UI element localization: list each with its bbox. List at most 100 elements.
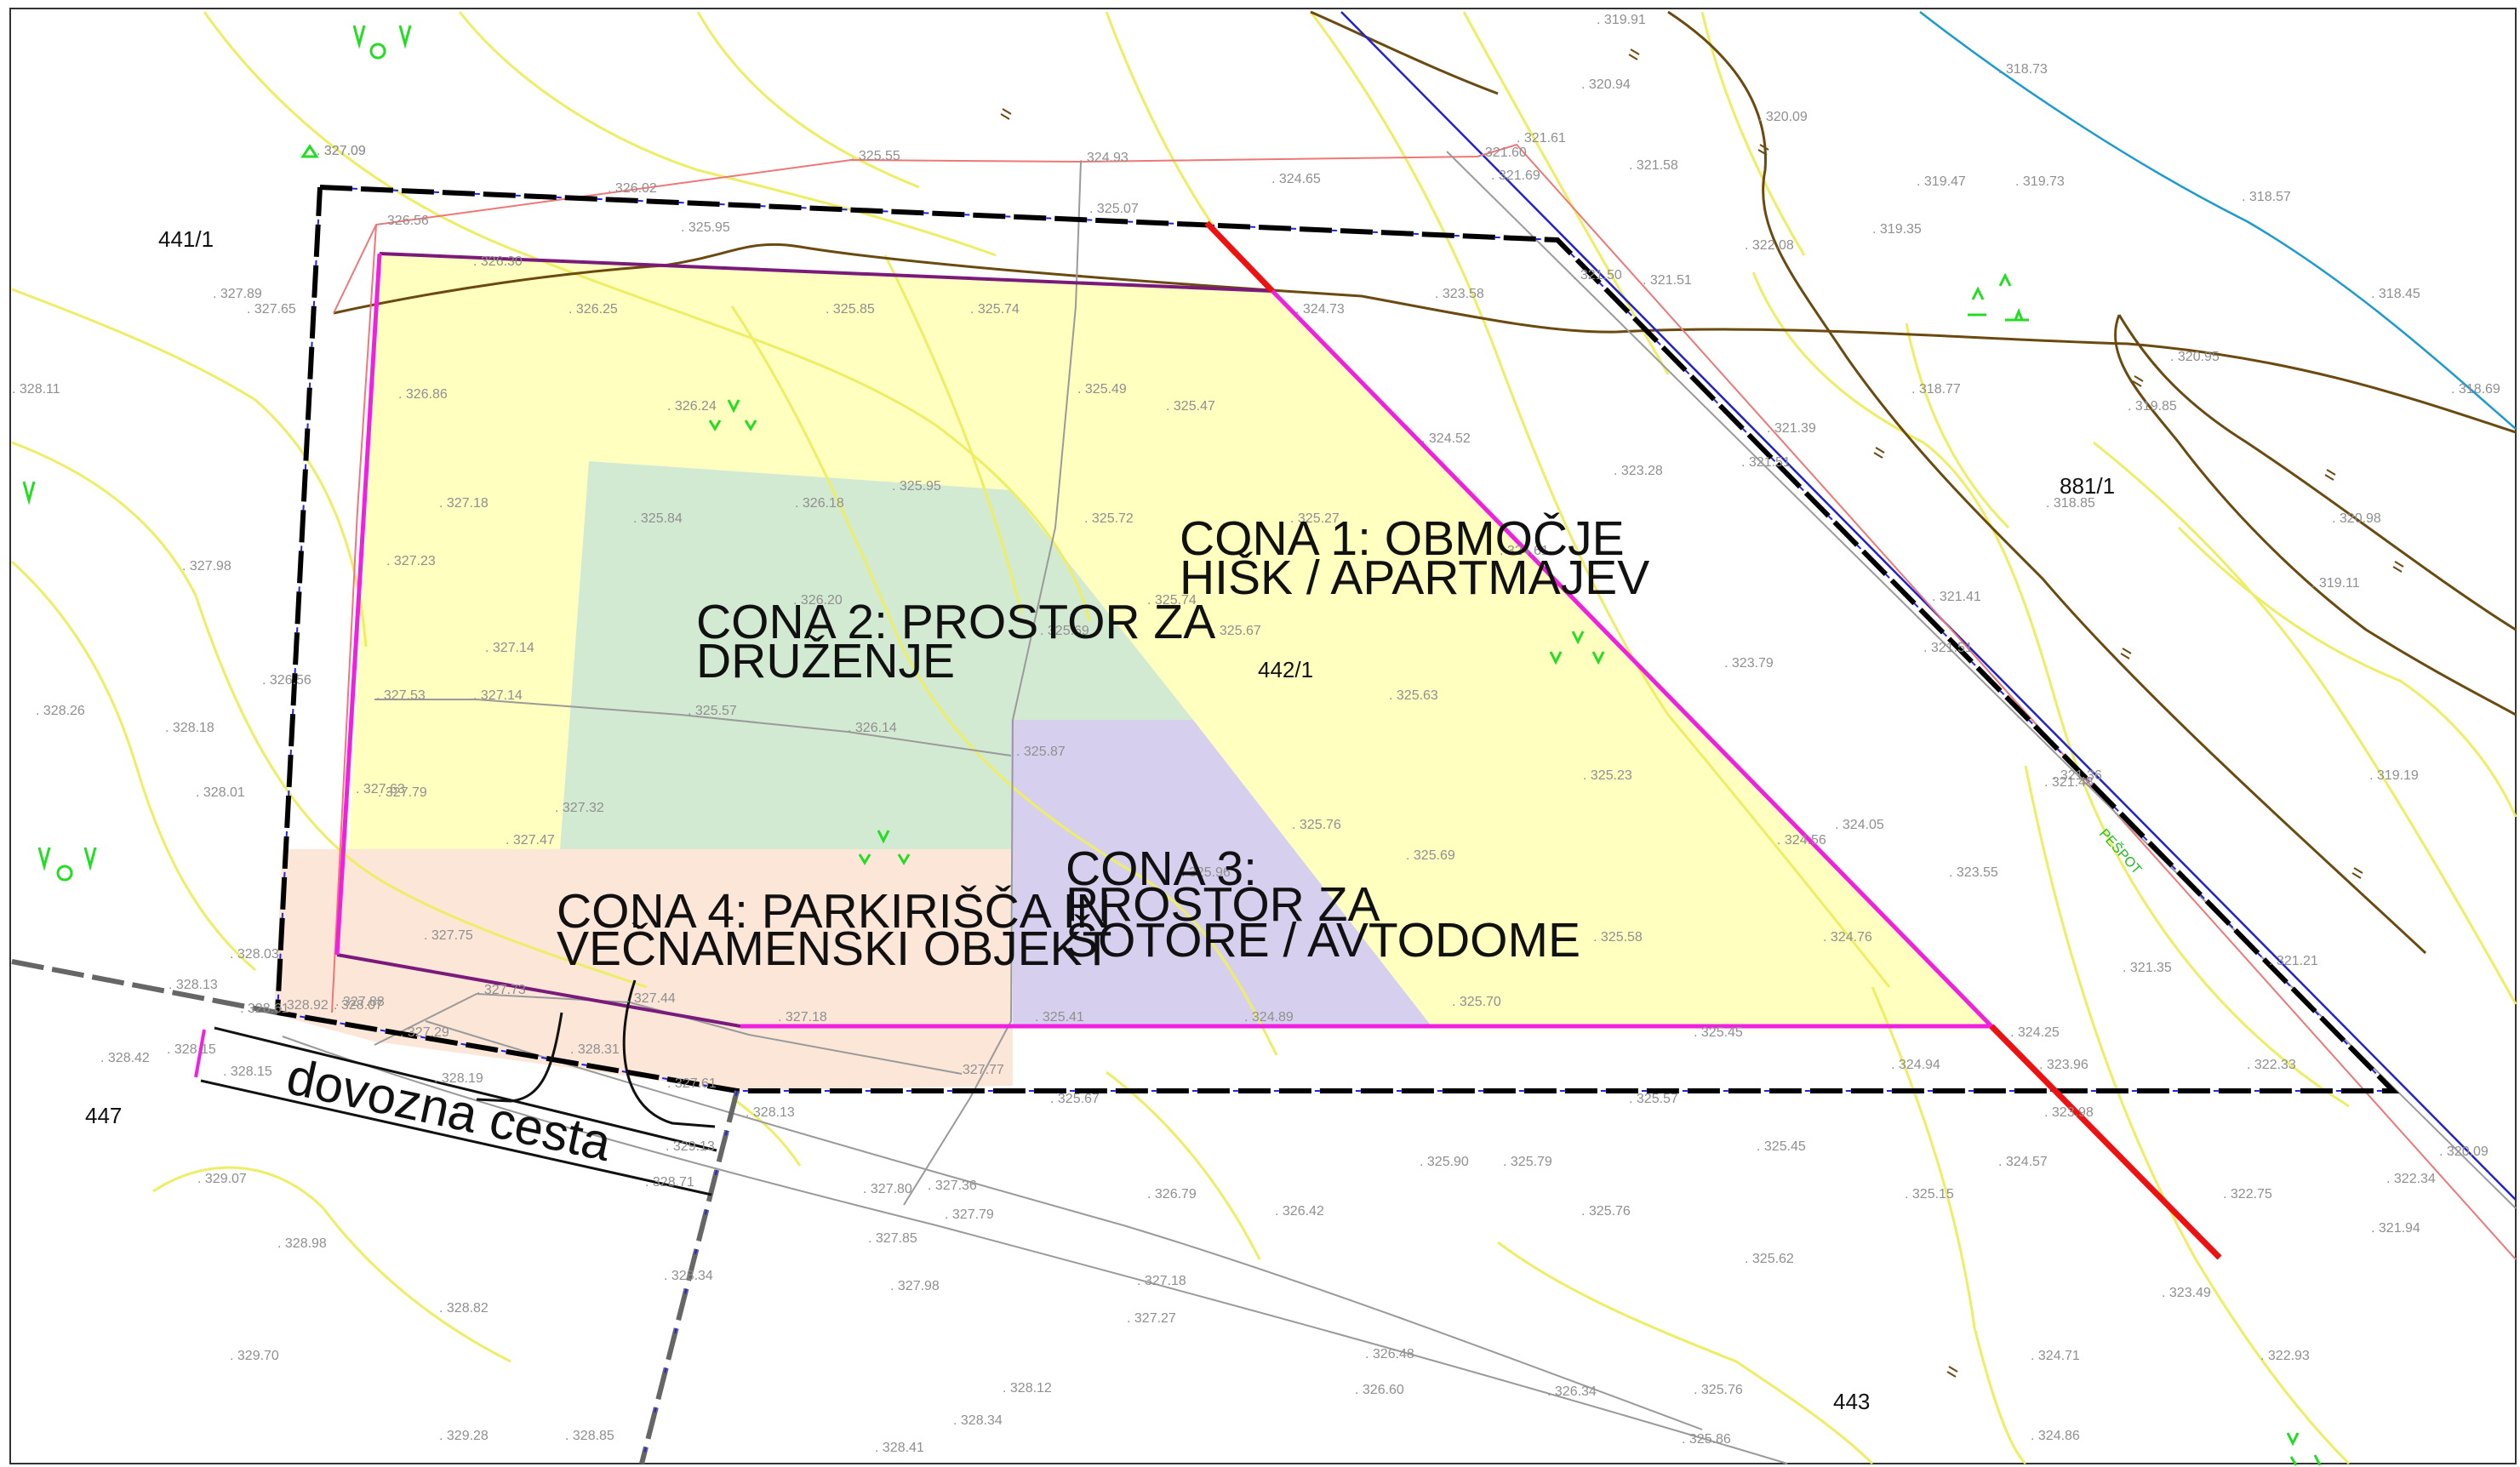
spot-height-label: . 322.34 (2386, 1172, 2436, 1186)
zone-1-label-line1: CONA 1: OBMOČJE (1180, 511, 1625, 566)
spot-height-label: . 325.74 (1147, 593, 1197, 608)
outer-boundary-blue-dash (276, 186, 2396, 1092)
spot-height-label: . 325.49 (1077, 382, 1127, 397)
spot-height-label: . 328.12 (1003, 1381, 1052, 1396)
spot-height-label: . 327.18 (439, 496, 489, 511)
spot-height-label: . 327.98 (182, 559, 231, 574)
spot-height-label: . 326.48 (1365, 1347, 1414, 1361)
spot-height-label: . 324.25 (2010, 1025, 2060, 1040)
vegetation-symbols (22, 25, 2322, 1466)
spot-height-label: . 329.07 (197, 1172, 247, 1186)
spot-height-label: . 328.92 (279, 998, 329, 1013)
spot-height-label: . 326.42 (1275, 1204, 1324, 1219)
spot-height-label: . 327.79 (378, 785, 427, 800)
spot-height-label: . 327.09 (317, 144, 366, 158)
spot-height-label: . 328.82 (439, 1301, 489, 1316)
spot-height-label: . 328.61 (240, 1002, 289, 1016)
parcel-label-441-1: 441/1 (158, 226, 214, 252)
zone-3-area (1011, 720, 1431, 1026)
spot-height-label: . 324.57 (1998, 1155, 2048, 1169)
spot-height-label: . 328.15 (223, 1065, 272, 1079)
spot-height-label: . 325.58 (1593, 930, 1643, 945)
spot-height-label: . 325.27 (1290, 511, 1340, 526)
spot-height-label: . 327.14 (473, 688, 523, 703)
spot-height-label: . 325.15 (1905, 1187, 1954, 1202)
spot-height-label: . 325.45 (1757, 1139, 1806, 1154)
spot-height-label: . 318.77 (1911, 382, 1961, 397)
spot-height-label: . 319.19 (2369, 768, 2419, 783)
spot-height-label: . 325.96 (1181, 865, 1231, 880)
spot-height-label: . 325.87 (1016, 745, 1066, 759)
spot-height-label: . 327.23 (386, 554, 436, 568)
spot-height-label: . 324.86 (2031, 1429, 2080, 1443)
spot-height-label: . 328.18 (165, 721, 214, 735)
spot-height-label: . 328.03 (230, 947, 279, 962)
spot-height-label: . 327.65 (247, 302, 296, 317)
spot-height-label: . 326.56 (262, 673, 311, 688)
road-end-marker (194, 1029, 206, 1078)
road-boundary-lines (11, 959, 740, 1464)
spot-height-label: . 327.73 (477, 983, 526, 997)
spot-height-label: . 325.69 (1040, 624, 1089, 638)
spot-height-label: . 326.20 (793, 593, 843, 608)
spot-height-label: . 318.69 (2451, 382, 2500, 397)
access-road (200, 979, 717, 1196)
stream-line (1919, 11, 2517, 430)
spot-height-label: . 327.77 (955, 1063, 1004, 1077)
spot-height-label: . 327.53 (376, 688, 426, 703)
spot-height-label: . 325.41 (1035, 1010, 1084, 1025)
zone-1-area (349, 254, 1991, 1026)
spot-height-label: . 319.73 (2015, 174, 2065, 189)
parcel-label-881-1: 881/1 (2060, 473, 2115, 499)
zone-3-label-line2: PROSTOR ZA (1066, 877, 1380, 932)
spot-height-label: . 327.18 (778, 1010, 827, 1025)
spot-height-label: . 328.41 (875, 1441, 924, 1455)
spot-height-label: . 321.48 (2044, 775, 2094, 790)
zone-2-area (560, 461, 1193, 849)
spot-height-label: . 327.09 (317, 144, 366, 158)
spot-height-label: . 319.11 (2311, 576, 2360, 591)
spot-height-label: . 325.63 (1389, 688, 1438, 703)
spot-height-label: . 321.36 (2053, 768, 2102, 783)
spot-height-label: . 327.75 (424, 928, 473, 943)
spot-height-label: . 325.90 (1420, 1155, 1469, 1169)
spot-height-label: . 327.88 (335, 995, 385, 1009)
spot-height-label: . 320.95 (2170, 350, 2220, 364)
spot-height-label: . 326.18 (795, 496, 844, 511)
spot-height-label: . 326.56 (380, 214, 429, 228)
spot-height-label: . 323.49 (2162, 1286, 2211, 1300)
spot-height-label: . 324.71 (2031, 1349, 2080, 1363)
spot-height-label: . 319.85 (2128, 399, 2177, 414)
spot-height-label: . 327.44 (626, 991, 676, 1006)
spot-height-label: . 327.85 (868, 1231, 917, 1246)
spot-height-label: . 327.80 (863, 1182, 912, 1196)
spot-height-label: . 321.35 (2123, 961, 2172, 975)
spot-height-label: . 328.13 (169, 978, 218, 992)
spot-height-label: . 324.61 (1500, 544, 1549, 558)
spot-height-label: . 329.70 (230, 1349, 279, 1363)
spot-height-label: . 327.47 (506, 833, 555, 848)
spot-height-label: . 321.94 (2371, 1221, 2420, 1236)
spot-height-label: . 328.13 (746, 1105, 795, 1120)
spot-height-label: . 327.14 (485, 641, 534, 655)
spot-height-label: . 329.28 (439, 1429, 489, 1443)
spot-height-label: . 325.62 (1745, 1252, 1794, 1266)
spot-height-label: . 325.23 (1583, 768, 1632, 783)
parcel-label-447: 447 (85, 1103, 122, 1128)
spot-height-label: . 329.13 (666, 1139, 715, 1154)
spot-height-label: . 325.84 (633, 511, 683, 526)
spot-height-label: . 328.98 (277, 1236, 327, 1251)
spot-height-label: . 325.76 (1694, 1383, 1743, 1397)
outer-boundary (274, 185, 2400, 1093)
spot-height-label: . 328.31 (570, 1042, 620, 1057)
spot-height-label: . 321.41 (1932, 590, 1981, 604)
spot-height-label: . 328.11 (12, 382, 60, 397)
spot-height-label: . 320.98 (2332, 511, 2381, 526)
spot-height-label: . 318.73 (1998, 62, 2048, 77)
spot-height-label: . 328.42 (100, 1051, 150, 1065)
brown-contours (333, 10, 2517, 955)
spot-height-label: . 326.34 (1547, 1384, 1597, 1399)
spot-height-label: . 324.05 (1835, 818, 1884, 832)
spot-height-label: . 325.67 (1050, 1092, 1100, 1106)
